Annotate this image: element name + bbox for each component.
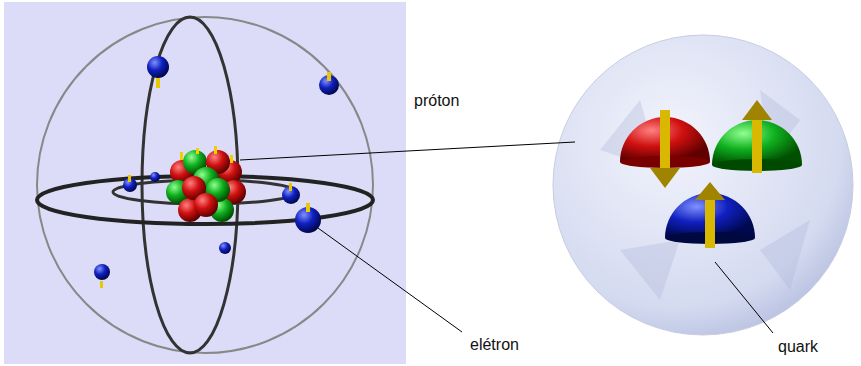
quark-label: quark: [778, 338, 818, 356]
proton-label: próton: [414, 92, 459, 110]
electron-label: elétron: [470, 336, 519, 354]
